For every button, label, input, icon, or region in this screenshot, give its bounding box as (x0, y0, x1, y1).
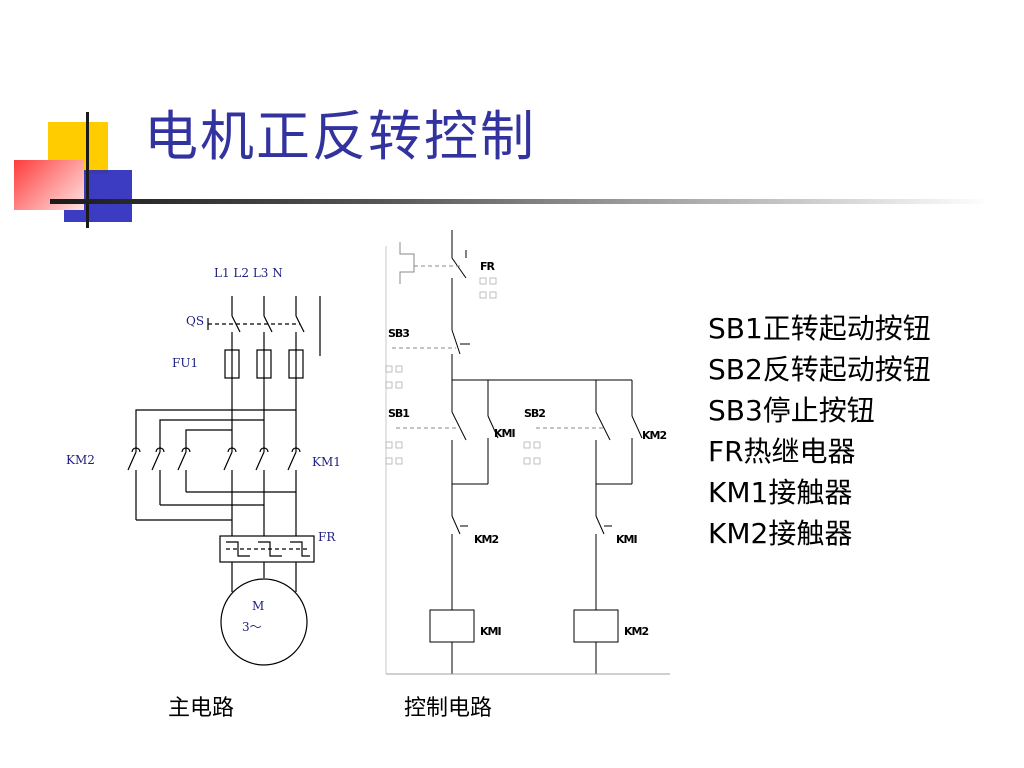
km2-hold-contact (596, 410, 643, 485)
legend-item-fr: FR热继电器 (708, 435, 856, 468)
km2-feed-wire-1 (135, 409, 296, 452)
fr-main-label: FR (318, 530, 336, 544)
legend-item-km1: KM1接触器 (708, 476, 853, 509)
fu1-fuses (224, 349, 304, 379)
phase-labels: L1 L2 L3 N (214, 266, 283, 280)
legend-item-sb2: SB2反转起动按钮 (708, 353, 931, 386)
km1-main-label: KM1 (312, 455, 341, 469)
sb1-label: SB1 (388, 407, 409, 420)
qs-label: QS (186, 314, 204, 328)
km1-interlock-label: KMI (616, 533, 637, 546)
legend-item-sb3: SB3停止按钮 (708, 394, 875, 427)
km1-hold-contact (452, 410, 499, 485)
slide-title: 电机正反转控制 (144, 105, 536, 168)
motor-phase-label: 3～ (242, 620, 262, 634)
km2-interlock-label: KM2 (474, 533, 498, 546)
fr-thermal-relay (219, 535, 315, 563)
fr-nc-contact (399, 230, 467, 330)
km2-hold-label: KM2 (642, 429, 666, 442)
km1-main-contacts (223, 447, 301, 471)
main-circuit-caption: 主电路 (168, 696, 235, 721)
qs-switch (207, 315, 305, 333)
sb2-label: SB2 (524, 407, 545, 420)
component-legend: SB1正转起动按钮 SB2反转起动按钮 SB3停止按钮 FR热继电器 KM1接触… (708, 308, 931, 554)
sb1-start-contact (396, 380, 467, 484)
km1-coil (429, 609, 475, 643)
km1-interlock-contact (595, 484, 612, 610)
km2-feed-wire-2 (159, 419, 264, 452)
motor-symbol (220, 578, 308, 666)
sb2-start-contact (536, 410, 611, 484)
legend-item-sb1: SB1正转起动按钮 (708, 312, 931, 345)
km1-coil-label: KMI (480, 625, 501, 638)
km2-main-label: KM2 (66, 453, 95, 467)
km2-coil (573, 609, 619, 643)
km2-feed-wire-3 (185, 429, 232, 452)
fr-control-label: FR (480, 260, 496, 273)
km2-interlock-contact (451, 484, 468, 610)
sb3-stop-contact (392, 329, 470, 380)
decor-vertical-line (86, 112, 89, 228)
legend-item-km2: KM2接触器 (708, 517, 853, 550)
main-circuit (127, 296, 321, 666)
km2-coil-label: KM2 (624, 625, 648, 638)
motor-m-label: M (252, 599, 264, 613)
km1-hold-label: KMI (494, 427, 515, 440)
sb3-label: SB3 (388, 327, 409, 340)
km2-main-contacts (127, 447, 191, 520)
fu1-label: FU1 (172, 356, 198, 370)
title-underline (50, 199, 990, 204)
control-circuit (385, 230, 670, 675)
control-circuit-caption: 控制电路 (404, 696, 493, 721)
